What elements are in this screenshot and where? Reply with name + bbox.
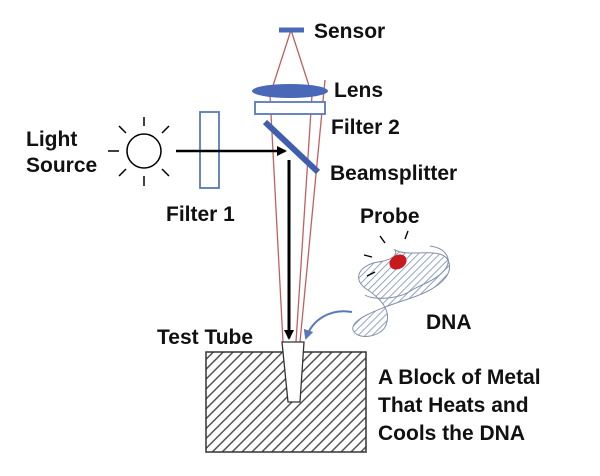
- lens-label: Lens: [334, 79, 383, 102]
- emission-light-rays: [269, 27, 326, 343]
- light-source-label-line2: Source: [26, 154, 97, 177]
- test-tube-shape: [281, 341, 305, 403]
- beamsplitter-mirror: [262, 119, 321, 175]
- filter-2-shape: [254, 101, 326, 115]
- dna-label: DNA: [426, 311, 472, 334]
- lens-shape: [252, 84, 328, 98]
- block-label-line2: That Heats and: [378, 394, 529, 417]
- sun-bulb-icon: [108, 117, 170, 186]
- block-label-line1: A Block of Metal: [378, 366, 541, 389]
- probe-label: Probe: [360, 205, 420, 228]
- sensor-label: Sensor: [314, 20, 385, 43]
- dna-to-tube-arrow: [303, 310, 353, 340]
- dna-helix: [352, 245, 450, 337]
- test-tube-label: Test Tube: [157, 326, 253, 349]
- light-source-label-line1: Light: [26, 128, 77, 151]
- beamsplitter-label: Beamsplitter: [330, 162, 457, 185]
- fluorescent-probe-icon: [363, 230, 409, 277]
- block-label-line3: Cools the DNA: [378, 422, 525, 445]
- filter-2-label: Filter 2: [331, 116, 400, 139]
- filter-1-label: Filter 1: [166, 203, 235, 226]
